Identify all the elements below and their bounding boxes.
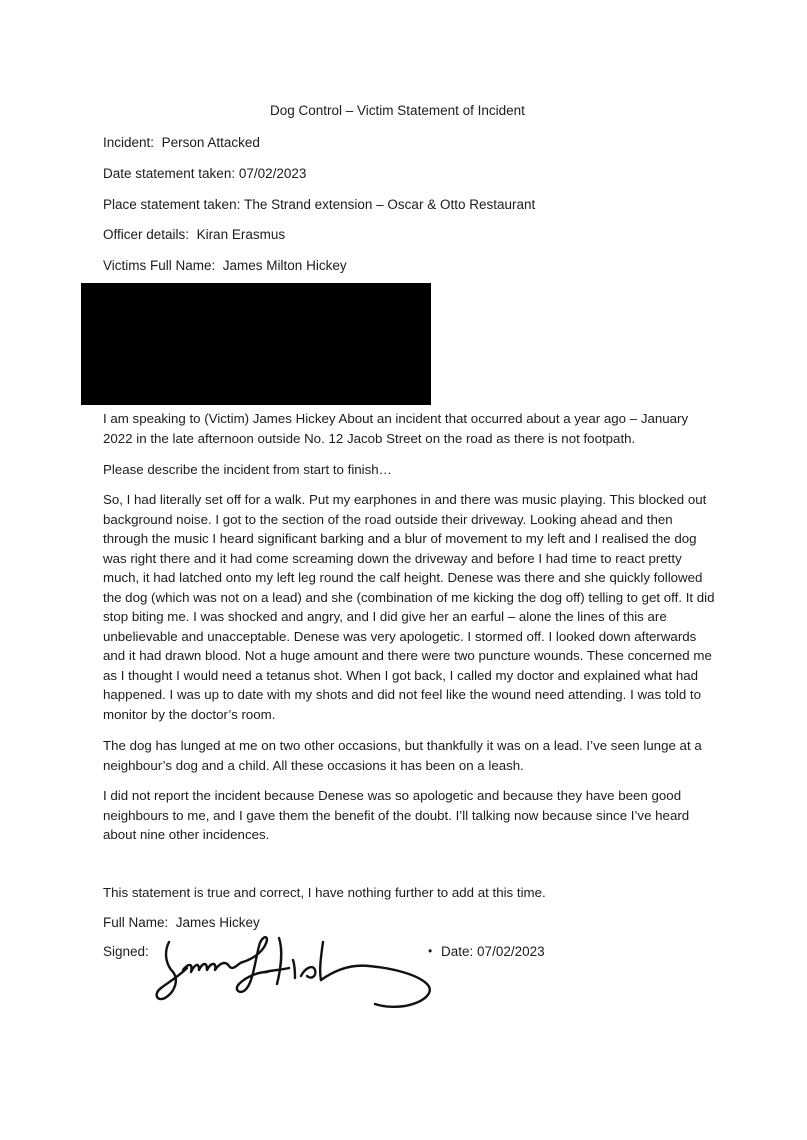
- officer-value: Kiran Erasmus: [196, 227, 286, 242]
- incident-value: Person Attacked: [161, 135, 260, 150]
- full-name-value: James Hickey: [175, 915, 260, 930]
- victim-name-field: Victims Full Name: James Milton Hickey: [103, 258, 347, 273]
- incident-label: Incident:: [103, 135, 155, 150]
- place-value: The Strand extension – Oscar & Otto Rest…: [244, 197, 536, 212]
- declaration-paragraph: This statement is true and correct, I ha…: [103, 885, 546, 900]
- other-occasions-paragraph: The dog has lunged at me on two other oc…: [103, 738, 702, 773]
- place-label: Place statement taken:: [103, 197, 241, 212]
- date-taken-value: 07/02/2023: [238, 166, 307, 181]
- officer-field: Officer details: Kiran Erasmus: [103, 227, 285, 242]
- full-name-label: Full Name:: [103, 915, 169, 930]
- victim-name-label: Victims Full Name:: [103, 258, 216, 273]
- account-paragraph: So, I had literally set off for a walk. …: [103, 492, 715, 722]
- signature-date-field: Date: 07/02/2023: [441, 944, 545, 959]
- handwritten-signature: [155, 935, 431, 1009]
- signature-date-label: Date:: [441, 944, 474, 959]
- signed-label: Signed:: [103, 944, 149, 959]
- intro-paragraph: I am speaking to (Victim) James Hickey A…: [103, 411, 689, 446]
- victim-name-value: James Milton Hickey: [222, 258, 347, 273]
- signature-date-value: 07/02/2023: [477, 944, 545, 959]
- full-name-field: Full Name: James Hickey: [103, 915, 260, 930]
- document-title: Dog Control – Victim Statement of Incide…: [270, 103, 525, 118]
- redaction-block: [81, 283, 431, 405]
- signature-bullet: •: [428, 944, 433, 958]
- officer-label: Officer details:: [103, 227, 190, 242]
- date-taken-label: Date statement taken:: [103, 166, 236, 181]
- prompt-paragraph: Please describe the incident from start …: [103, 462, 392, 477]
- date-taken-field: Date statement taken: 07/02/2023: [103, 166, 306, 181]
- place-field: Place statement taken: The Strand extens…: [103, 197, 535, 212]
- incident-field: Incident: Person Attacked: [103, 135, 260, 150]
- not-reported-paragraph: I did not report the incident because De…: [103, 788, 690, 842]
